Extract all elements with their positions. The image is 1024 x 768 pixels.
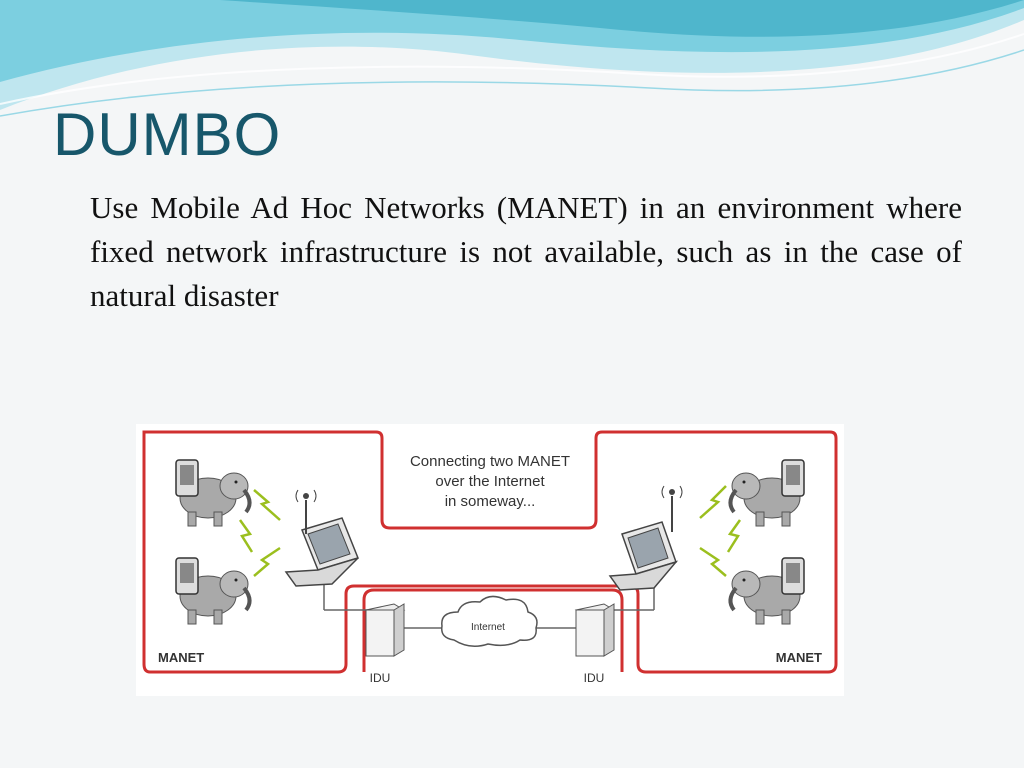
right-antenna-icon [661, 485, 683, 532]
manet-internet-diagram: Connecting two MANET over the Internet i… [136, 424, 844, 696]
right-manet-label: MANET [776, 650, 822, 665]
right-phone-top-icon [781, 459, 805, 497]
caption-line-2: over the Internet [435, 473, 545, 490]
left-manet-label: MANET [158, 650, 204, 665]
caption-line-1: Connecting two MANET [410, 453, 570, 470]
slide-title: DUMBO [53, 101, 282, 168]
header-wave-decoration [0, 0, 1024, 117]
internet-cloud-icon [441, 595, 538, 647]
left-antenna-icon [295, 489, 317, 534]
left-idu-server-icon [364, 603, 406, 657]
wireless-signal-icons [238, 485, 742, 577]
left-phone-bottom-icon [175, 557, 199, 595]
left-phone-top-icon [175, 459, 199, 497]
right-idu-label: IDU [584, 671, 605, 685]
left-manet-boundary [142, 430, 838, 674]
right-laptop-icon [608, 521, 679, 591]
internet-boundary [362, 588, 624, 672]
slide-body-text: Use Mobile Ad Hoc Networks (MANET) in an… [90, 190, 962, 313]
left-laptop-icon [284, 517, 360, 587]
caption-line-3: in someway... [445, 493, 536, 510]
cloud-label: Internet [471, 622, 505, 633]
right-phone-bottom-icon [781, 557, 805, 595]
right-idu-server-icon [574, 603, 616, 657]
left-idu-label: IDU [370, 671, 391, 685]
